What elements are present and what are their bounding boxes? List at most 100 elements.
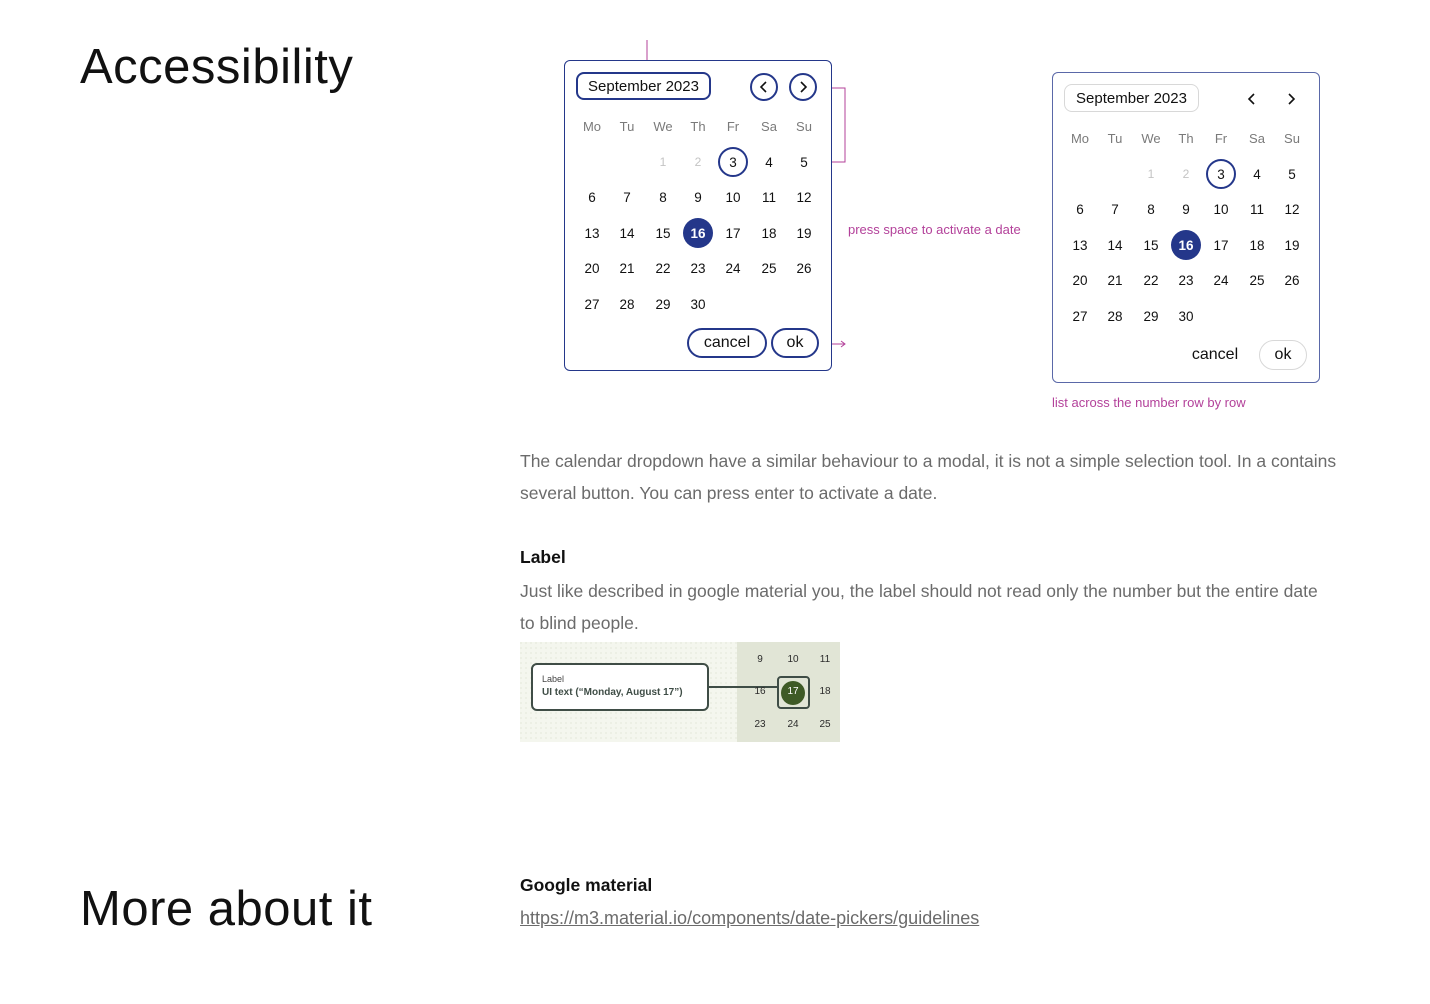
day-cell[interactable]: 4 xyxy=(765,154,773,170)
weekday-label: Tu xyxy=(619,119,635,134)
chevron-right-icon xyxy=(1288,93,1296,105)
day-cell[interactable]: 15 xyxy=(655,225,671,241)
day-cell[interactable]: 5 xyxy=(800,154,808,170)
day-cell[interactable]: 21 xyxy=(1107,273,1123,288)
weekday-label: Tu xyxy=(1107,131,1123,146)
illustration-ui-text: UI text (“Monday, August 17”) xyxy=(542,687,683,698)
day-cell[interactable]: 17 xyxy=(725,225,741,241)
day-cell[interactable]: 1 xyxy=(659,155,667,169)
day-today[interactable]: 3 xyxy=(718,147,748,177)
illustration-day: 23 xyxy=(754,719,766,730)
illustration-day: 11 xyxy=(819,654,831,665)
section-title-more-about-it: More about it xyxy=(80,882,373,936)
day-cell[interactable]: 30 xyxy=(1178,308,1194,324)
illustration-day: 18 xyxy=(819,686,831,697)
weekday-label: Fr xyxy=(726,119,740,134)
day-cell[interactable]: 1 xyxy=(1147,167,1155,181)
day-cell[interactable]: 17 xyxy=(1213,237,1229,253)
day-cell[interactable]: 19 xyxy=(1284,237,1300,253)
section-title-accessibility: Accessibility xyxy=(80,40,354,94)
day-cell[interactable]: 23 xyxy=(1178,273,1194,288)
day-cell[interactable]: 15 xyxy=(1143,237,1159,253)
day-cell[interactable]: 29 xyxy=(655,296,671,312)
day-selected[interactable]: 16 xyxy=(1171,230,1201,260)
day-cell[interactable]: 5 xyxy=(1288,166,1296,182)
day-cell[interactable]: 9 xyxy=(694,190,702,205)
day-cell[interactable]: 18 xyxy=(761,225,777,241)
day-cell[interactable]: 28 xyxy=(619,296,635,312)
weekday-label: Mo xyxy=(582,119,602,134)
day-cell[interactable]: 26 xyxy=(1284,273,1300,288)
day-cell[interactable]: 9 xyxy=(1182,202,1190,217)
day-cell[interactable]: 24 xyxy=(1213,273,1229,288)
day-cell[interactable]: 8 xyxy=(659,190,667,205)
ok-button[interactable]: ok xyxy=(1259,340,1307,370)
day-cell[interactable]: 26 xyxy=(796,261,812,276)
day-cell[interactable]: 12 xyxy=(1284,202,1300,217)
month-year-button[interactable]: September 2023 xyxy=(1064,84,1199,112)
prev-month-button[interactable] xyxy=(750,73,778,101)
day-cell[interactable]: 19 xyxy=(796,225,812,241)
ok-button[interactable]: ok xyxy=(771,328,819,358)
day-cell[interactable]: 2 xyxy=(1182,167,1190,181)
next-month-button[interactable] xyxy=(1277,85,1305,113)
day-cell[interactable]: 6 xyxy=(588,190,596,205)
day-cell[interactable]: 4 xyxy=(1253,166,1261,182)
weekday-label: Th xyxy=(690,119,706,134)
google-material-heading: Google material xyxy=(520,875,653,895)
day-cell[interactable]: 10 xyxy=(725,190,741,205)
annotation-press-space: press space to activate a date xyxy=(848,222,1021,237)
weekday-label: We xyxy=(1141,131,1161,146)
day-cell[interactable]: 11 xyxy=(1249,202,1264,217)
day-cell[interactable]: 8 xyxy=(1147,202,1155,217)
illustration-background xyxy=(520,642,840,742)
weekday-label: Mo xyxy=(1070,131,1090,146)
day-cell[interactable]: 28 xyxy=(1107,308,1123,324)
day-cell[interactable]: 12 xyxy=(796,190,812,205)
weekday-label: Su xyxy=(1284,131,1300,146)
day-cell[interactable]: 13 xyxy=(1072,237,1088,253)
day-cell[interactable]: 6 xyxy=(1076,202,1084,217)
weekday-label: We xyxy=(653,119,673,134)
cancel-button[interactable]: cancel xyxy=(687,328,767,358)
day-cell[interactable]: 7 xyxy=(623,190,631,205)
weekday-label: Fr xyxy=(1214,131,1228,146)
day-cell[interactable]: 11 xyxy=(761,190,776,205)
day-today[interactable]: 3 xyxy=(1206,159,1236,189)
day-cell[interactable]: 7 xyxy=(1111,202,1119,217)
month-year-button[interactable]: September 2023 xyxy=(576,72,711,100)
illustration-day: 24 xyxy=(787,719,799,730)
cancel-button[interactable]: cancel xyxy=(1175,340,1255,370)
day-cell[interactable]: 30 xyxy=(690,296,706,312)
day-cell[interactable]: 21 xyxy=(619,261,635,276)
day-cell[interactable]: 13 xyxy=(584,225,600,241)
day-cell[interactable]: 23 xyxy=(690,261,706,276)
day-cell[interactable]: 22 xyxy=(655,261,671,276)
day-cell[interactable]: 20 xyxy=(1072,273,1088,288)
day-cell[interactable]: 27 xyxy=(1072,308,1088,324)
chevron-right-icon xyxy=(800,81,808,93)
day-cell[interactable]: 25 xyxy=(761,261,777,276)
day-cell[interactable]: 22 xyxy=(1143,273,1159,288)
day-cell[interactable]: 27 xyxy=(584,296,600,312)
day-cell[interactable]: 18 xyxy=(1249,237,1265,253)
next-month-button[interactable] xyxy=(789,73,817,101)
annotation-list-across: list across the number row by row xyxy=(1052,395,1246,410)
day-cell[interactable]: 14 xyxy=(619,225,635,241)
day-cell[interactable]: 14 xyxy=(1107,237,1123,253)
day-cell[interactable]: 10 xyxy=(1213,202,1229,217)
day-cell[interactable]: 24 xyxy=(725,261,741,276)
day-cell[interactable]: 2 xyxy=(694,155,702,169)
day-cell[interactable]: 29 xyxy=(1143,308,1159,324)
weekday-label: Th xyxy=(1178,131,1194,146)
day-cell[interactable]: 20 xyxy=(584,261,600,276)
label-paragraph: Just like described in google material y… xyxy=(520,581,1318,633)
prev-month-button[interactable] xyxy=(1238,85,1266,113)
google-material-link[interactable]: https://m3.material.io/components/date-p… xyxy=(520,908,980,928)
illustration-day-highlight: 17 xyxy=(787,686,799,697)
day-cell[interactable]: 25 xyxy=(1249,273,1265,288)
illustration-day: 10 xyxy=(787,654,799,665)
day-selected[interactable]: 16 xyxy=(683,218,713,248)
